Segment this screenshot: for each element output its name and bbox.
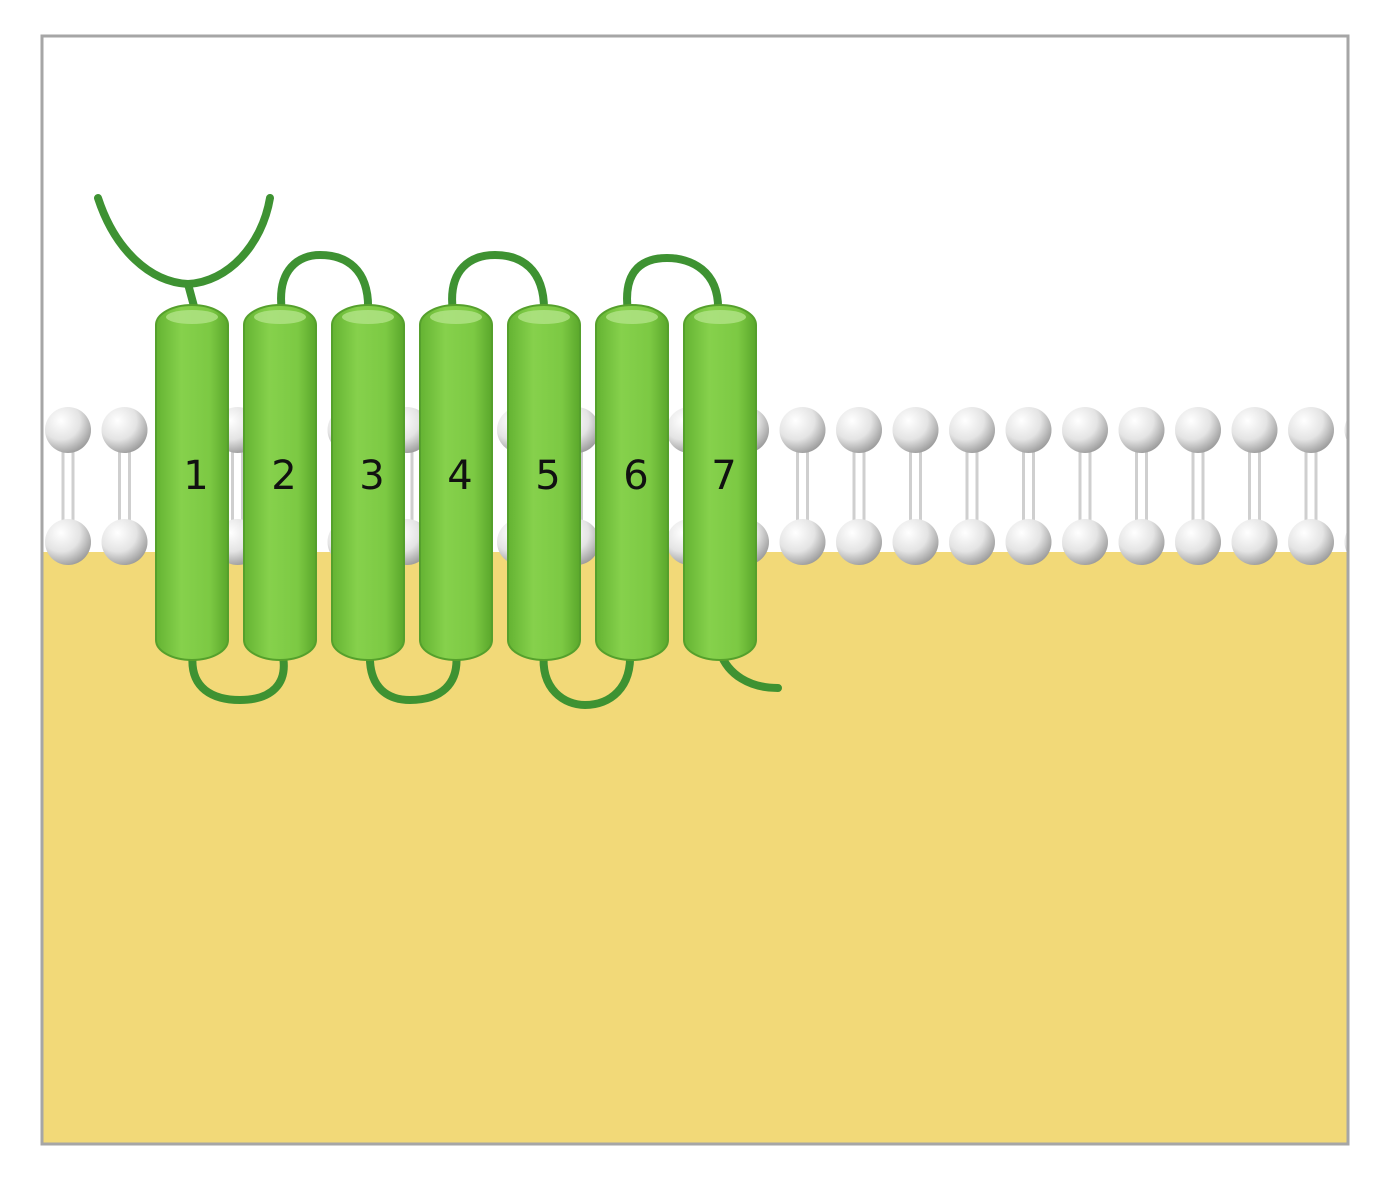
- lipid-tails: [61, 451, 75, 521]
- helix-label: 6: [623, 453, 648, 499]
- lipid-head-inner: [1288, 519, 1334, 565]
- helix-body: [331, 304, 405, 661]
- helix-label: 1: [183, 453, 208, 499]
- lipid-head-outer: [1005, 407, 1052, 453]
- helix-2: 2: [243, 304, 317, 661]
- helix-4: 4: [419, 304, 493, 661]
- lipid-head-inner: [1231, 519, 1278, 565]
- helix-3: 3: [331, 304, 405, 661]
- helix-1: 1: [155, 304, 229, 661]
- helix-body: [507, 304, 581, 661]
- helix-body: [243, 304, 317, 661]
- intracellular-loop-2: [365, 648, 461, 705]
- helix-cap: [694, 310, 746, 324]
- helix-label: 5: [535, 453, 560, 499]
- lipid-tails: [1022, 451, 1035, 521]
- helix-cap: [430, 310, 482, 324]
- lipid-head-inner: [1118, 519, 1165, 565]
- lipid-head-outer: [1062, 407, 1108, 453]
- lipid-head-inner: [45, 519, 91, 565]
- lipid-tails: [1363, 451, 1373, 521]
- lipid-head-inner: [1175, 519, 1221, 565]
- lipid-head-outer: [1231, 407, 1278, 453]
- intracellular-loop-3: [539, 648, 635, 710]
- lipid-tails: [1078, 451, 1092, 521]
- helix-cap: [606, 310, 658, 324]
- helix-cap: [166, 310, 218, 324]
- helix-cap: [342, 310, 394, 324]
- transmembrane-helices: 1 2 3 4 5 6 7: [155, 304, 757, 661]
- helix-5: 5: [507, 304, 581, 661]
- lipid-head-outer: [101, 407, 148, 453]
- lipid-head-inner: [1062, 519, 1108, 565]
- lipid-head-inner: [779, 519, 826, 565]
- lipid-head-outer: [892, 407, 939, 453]
- lipid-tails: [231, 451, 244, 521]
- helix-cap: [254, 310, 306, 324]
- lipid-tails: [1248, 451, 1261, 521]
- lipid-tails: [118, 451, 131, 521]
- lipid-head-outer: [1118, 407, 1165, 453]
- helix-6: 6: [595, 304, 669, 661]
- helix-body: [683, 304, 757, 661]
- lipid-head-inner: [836, 519, 882, 565]
- helix-label: 4: [447, 453, 472, 499]
- diagram-frame: [40, 34, 1350, 1146]
- lipid-head-inner: [892, 519, 939, 565]
- extracellular-loop-2: [448, 250, 549, 316]
- lipid-head-outer: [1288, 407, 1334, 453]
- lipid-head-outer: [1344, 417, 1348, 443]
- helix-cap: [518, 310, 570, 324]
- helix-body: [419, 304, 493, 661]
- helix-label: 3: [359, 453, 384, 499]
- lipid-tails: [852, 451, 866, 521]
- lipid-tails: [1304, 451, 1318, 521]
- lipid-tails: [909, 451, 922, 521]
- lipid-tails: [965, 451, 979, 521]
- lipid-head-inner: [1005, 519, 1052, 565]
- helix-7: 7: [683, 304, 757, 661]
- lipid-tails: [1191, 451, 1205, 521]
- lipid-tails: [796, 451, 809, 521]
- lipid-head-inner: [101, 519, 148, 565]
- helix-label: 2: [271, 453, 296, 499]
- helix-label: 7: [711, 453, 736, 499]
- lipid-head-outer: [45, 407, 91, 453]
- lipid-head-outer: [836, 407, 882, 453]
- helix-body: [595, 304, 669, 661]
- lipid-head-outer: [1175, 407, 1221, 453]
- lipid-head-outer: [949, 407, 995, 453]
- intracellular-loop-1: [188, 648, 288, 705]
- extracellular-loop-1: [277, 250, 373, 316]
- helix-body: [155, 304, 229, 661]
- lipid-tails: [1135, 451, 1148, 521]
- lipid-head-outer: [779, 407, 826, 453]
- extracellular-loop-3: [623, 253, 723, 316]
- lipid-head-inner: [1344, 529, 1348, 555]
- lipid-head-inner: [949, 519, 995, 565]
